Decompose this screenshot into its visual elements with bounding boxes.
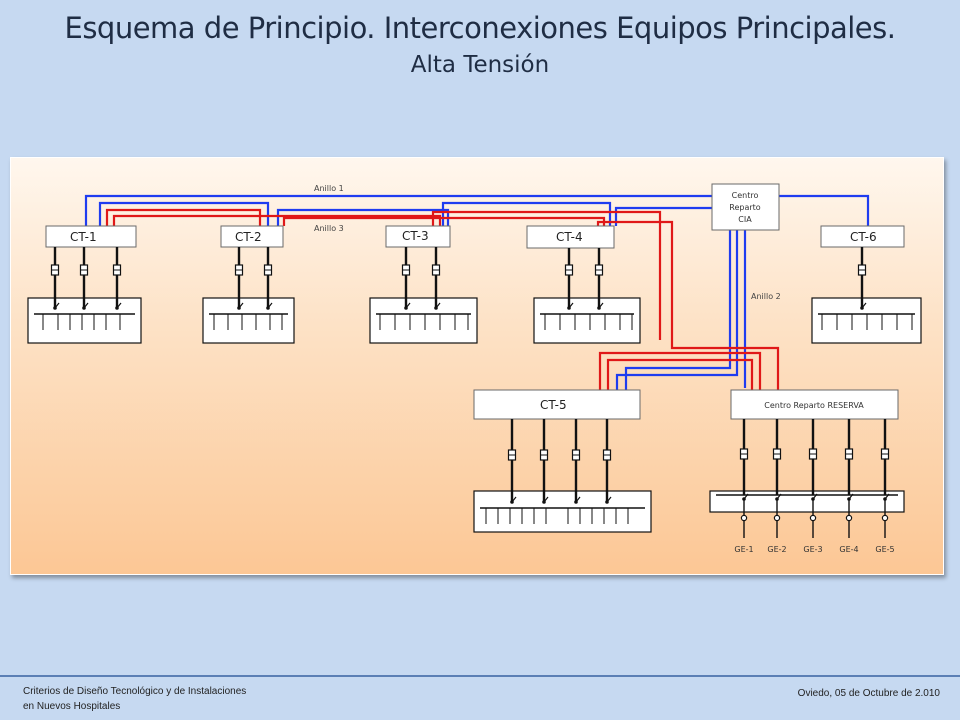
ct3-header[interactable]: CT-3 [385, 225, 451, 248]
reserva-label: Centro Reparto RESERVA [764, 401, 864, 410]
ct3-ct4-blue-feeder [441, 201, 612, 226]
ct2-label: CT-2 [235, 230, 262, 244]
ge2-label: GE-2 [767, 545, 786, 554]
cia-label-line2: Reparto [729, 203, 761, 212]
ct1-label: CT-1 [70, 230, 97, 244]
ct3-label: CT-3 [402, 229, 429, 243]
footer-left-line1: Criterios de Diseño Tecnológico y de Ins… [23, 686, 247, 697]
switch-contact [542, 500, 546, 504]
footer-date: Oviedo, 05 de Octubre de 2.010 [797, 688, 940, 699]
ge3-label: GE-3 [803, 545, 822, 554]
ct1-blue-feeder [98, 201, 270, 226]
footer-divider [0, 675, 960, 677]
cia-ct6-blue-feeder [779, 194, 870, 226]
switchgear-panel [202, 297, 295, 344]
switch-contact [510, 500, 514, 504]
switch-contact [574, 500, 578, 504]
ct1-header[interactable]: CT-1 [45, 225, 137, 248]
switchgear-panel [369, 297, 478, 344]
anillo2-ct5-line2 [624, 230, 732, 390]
generator-labels: GE-1 GE-2 GE-3 GE-4 GE-5 [734, 545, 894, 554]
ct4-cia-blue-feeder [614, 206, 712, 226]
anillo3-line-inner [112, 214, 442, 226]
generator-symbol [740, 514, 748, 522]
ge5-label: GE-5 [875, 545, 894, 554]
generator-symbol [881, 514, 889, 522]
ct5-label: CT-5 [540, 398, 567, 412]
ct5-red-feeder-2 [606, 358, 754, 390]
anillo2-ct5-line [615, 230, 739, 390]
ct4-header[interactable]: CT-4 [526, 225, 615, 249]
slide-title: Esquema de Principio. Interconexiones Eq… [0, 10, 960, 80]
switch-contact [53, 306, 57, 310]
switchgear-cells [27, 247, 922, 538]
anillo1-line [84, 194, 712, 226]
cia-label-line1: Centro [732, 191, 759, 200]
ct2-header[interactable]: CT-2 [220, 225, 284, 248]
ct5-header[interactable]: CT-5 [473, 389, 641, 420]
switch-contact [860, 306, 864, 310]
ge4-label: GE-4 [839, 545, 858, 554]
switch-contact [266, 306, 270, 310]
switchgear-panel [533, 297, 641, 344]
generator-symbol [773, 514, 781, 522]
switch-contact [115, 306, 119, 310]
switch-contact [404, 306, 408, 310]
cia-label-line3: CIA [738, 215, 752, 224]
switch-contact [434, 306, 438, 310]
ct5-red-feeder-1 [598, 351, 762, 390]
switch-contact [237, 306, 241, 310]
footer-left-line2: en Nuevos Hospitales [23, 701, 121, 712]
generator-symbol [845, 514, 853, 522]
ct4-label: CT-4 [556, 230, 583, 244]
title-main: Esquema de Principio. Interconexiones Eq… [64, 11, 896, 45]
anillo2-label: Anillo 2 [751, 292, 781, 301]
ct6-label: CT-6 [850, 230, 877, 244]
switch-contact [605, 500, 609, 504]
switch-contact [82, 306, 86, 310]
switch-contact [597, 306, 601, 310]
ge1-label: GE-1 [734, 545, 753, 554]
ct4-ct5-red-feeder [596, 220, 780, 390]
centro-reparto-reserva-header[interactable]: Centro Reparto RESERVA [730, 389, 899, 420]
anillo3-line-outer [105, 208, 262, 226]
reserva-busbar-panel [709, 490, 905, 513]
centro-reparto-cia-header[interactable]: Centro Reparto CIA [711, 183, 780, 231]
ct3-ct4-red-feeder [431, 210, 662, 340]
anillo1-label: Anillo 1 [314, 184, 344, 193]
anillo3-label: Anillo 3 [314, 224, 344, 233]
title-subtitle: Alta Tensión [410, 52, 550, 78]
generator-symbol [809, 514, 817, 522]
ct6-header[interactable]: CT-6 [820, 225, 905, 248]
switch-contact [567, 306, 571, 310]
footer-left: Criterios de Diseño Tecnológico y de Ins… [23, 684, 283, 714]
switchgear-panel [473, 490, 652, 533]
ring-lines [84, 194, 870, 390]
